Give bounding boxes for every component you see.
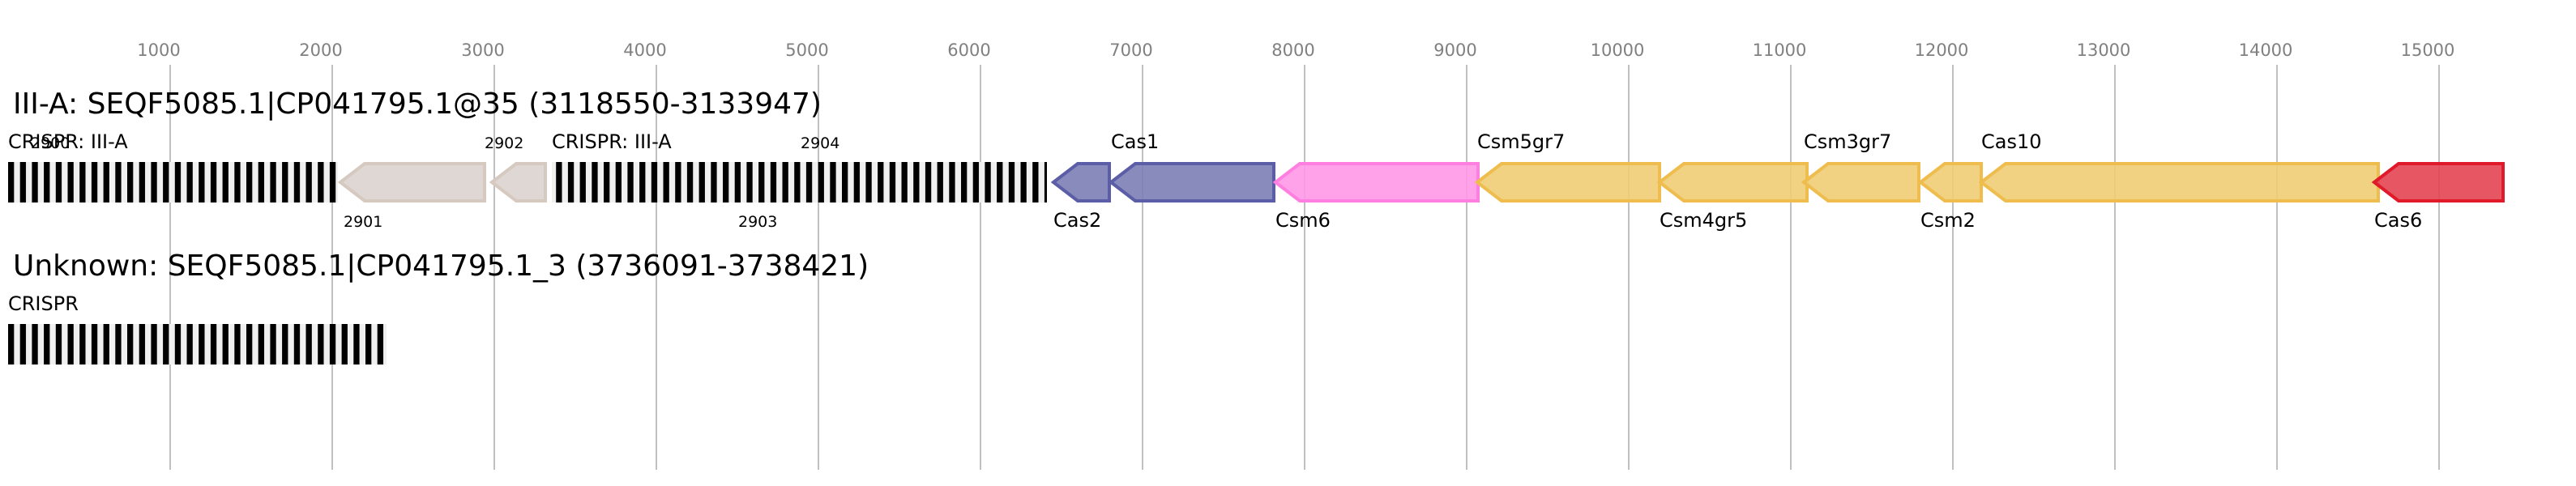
crispr-label: CRISPR (8, 292, 79, 315)
tick-label: 5000 (785, 40, 828, 60)
crispr-array[interactable] (552, 162, 1047, 202)
tick-label: 1000 (137, 40, 180, 60)
gene-arrow-csm2[interactable] (1917, 162, 1983, 202)
gene-arrow-csm6[interactable] (1272, 162, 1480, 202)
gene-arrow-csm4gr5[interactable] (1656, 162, 1809, 202)
gene-label: Csm2 (1920, 209, 1976, 232)
tick-label: 2000 (299, 40, 342, 60)
tick-label: 7000 (1109, 40, 1152, 60)
gene-label: Csm5gr7 (1477, 130, 1565, 153)
crispr-id-label: 2900 (31, 134, 70, 152)
gene-arrow-csm5gr7[interactable] (1474, 162, 1661, 202)
crispr-id-label: 2903 (738, 213, 777, 231)
gene-arrow-cas6[interactable] (2371, 162, 2505, 202)
crispr-label: CRISPR: III-A (552, 130, 672, 153)
locus-2: Unknown: SEQF5085.1|CP041795.1_3 (373609… (8, 249, 869, 364)
tick-label: 6000 (947, 40, 990, 60)
tick-label: 4000 (623, 40, 666, 60)
tick-label: 3000 (461, 40, 504, 60)
axis-ticks: 1000 2000 3000 4000 5000 6000 7000 8000 9000 1000… (137, 40, 2454, 470)
loci: III-A: SEQF5085.1|CP041795.1@35 (3118550… (8, 87, 2505, 364)
tick-label: 9000 (1433, 40, 1476, 60)
tick-label: 13000 (2077, 40, 2131, 60)
tick-label: 14000 (2239, 40, 2293, 60)
tick-label: 11000 (1753, 40, 1807, 60)
gene-label: Cas2 (1053, 209, 1101, 232)
tick-label: 10000 (1591, 40, 1645, 60)
gene-label: Cas10 (1981, 130, 2042, 153)
gene-arrow-csm3gr7[interactable] (1801, 162, 1920, 202)
gene-id-label: 2904 (801, 134, 839, 152)
locus-title: III-A: SEQF5085.1|CP041795.1@35 (3118550… (13, 87, 822, 121)
locus-1: III-A: SEQF5085.1|CP041795.1@35 (3118550… (8, 87, 2505, 232)
tick-label: 12000 (1915, 40, 1969, 60)
gene-arrow-cas10[interactable] (1978, 162, 2380, 202)
gene-arrow-cas1[interactable] (1108, 162, 1275, 202)
gene-label: 2901 (344, 213, 382, 231)
locus-title: Unknown: SEQF5085.1|CP041795.1_3 (373609… (13, 249, 869, 283)
gene-label: Csm4gr5 (1660, 209, 1747, 232)
gene-label: Cas6 (2374, 209, 2422, 232)
gene-label: Csm6 (1275, 209, 1331, 232)
gene-label: Csm3gr7 (1804, 130, 1891, 153)
tick-label: 8000 (1271, 40, 1314, 60)
tick-label: 15000 (2401, 40, 2455, 60)
gene-arrow-cas2[interactable] (1050, 162, 1111, 202)
gene-label: Cas1 (1111, 130, 1159, 153)
crispr-array[interactable] (8, 324, 387, 364)
gene-arrow-2901[interactable] (337, 162, 486, 202)
crispr-array[interactable] (8, 162, 338, 202)
crispr-label: CRISPR: III-A (8, 130, 128, 153)
gene-label: 2902 (485, 134, 523, 152)
gene-arrow-2902[interactable] (489, 162, 547, 202)
